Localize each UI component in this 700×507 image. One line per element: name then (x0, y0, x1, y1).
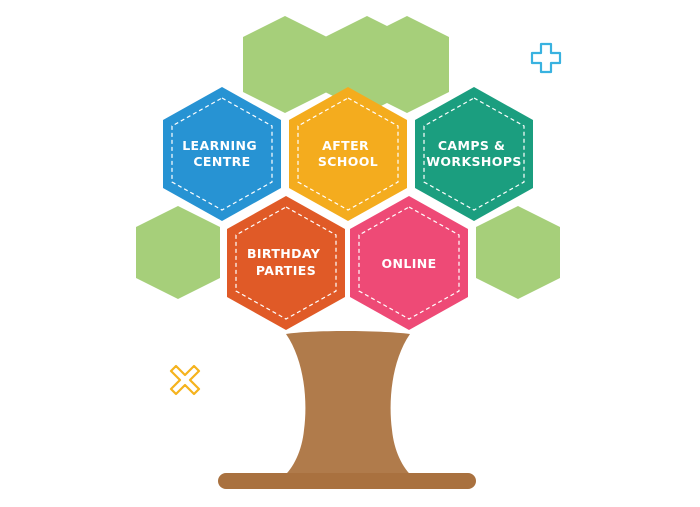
foliage-group (136, 16, 560, 299)
hexagon-learning-centre-shape (163, 87, 281, 221)
hexagon-after-school-shape (289, 87, 407, 221)
hexagon-after-school-label: AFTER SCHOOL (318, 138, 378, 169)
hexagon-birthday-parties[interactable]: BIRTHDAY PARTIES (227, 196, 345, 330)
hexagon-birthday-parties-dashed-border (235, 206, 337, 320)
foliage-hexagon-top-far-right (365, 16, 449, 113)
hexagon-camps-workshops-label: CAMPS & WORKSHOPS (426, 138, 522, 169)
ground-line (218, 473, 476, 489)
foliage-hexagon-left (136, 206, 220, 299)
foliage-hexagon-top-left (243, 16, 327, 113)
hexagon-camps-workshops-dashed-border (423, 97, 525, 211)
hexagon-learning-centre-label: LEARNING CENTRE (182, 138, 262, 169)
hexagon-online-shape (350, 196, 468, 330)
hexagon-learning-centre-dashed-border (171, 97, 273, 211)
hexagon-online-label: ONLINE (381, 256, 436, 271)
hexagon-camps-workshops-shape (415, 87, 533, 221)
hexagon-birthday-parties-shape (227, 196, 345, 330)
hexagon-learning-centre[interactable]: LEARNING CENTRE (163, 87, 281, 221)
hexagon-camps-workshops[interactable]: CAMPS & WORKSHOPS (415, 87, 533, 221)
tree-trunk (282, 331, 414, 478)
cross-icon (169, 364, 201, 396)
hexagon-after-school[interactable]: AFTER SCHOOL (289, 87, 407, 221)
hexagon-online-dashed-border (358, 206, 460, 320)
foliage-hexagon-right (476, 206, 560, 299)
hexagon-after-school-dashed-border (297, 97, 399, 211)
plus-icon (530, 42, 562, 74)
hexagon-online[interactable]: ONLINE (350, 196, 468, 330)
hexagon-birthday-parties-label: BIRTHDAY PARTIES (247, 246, 325, 278)
